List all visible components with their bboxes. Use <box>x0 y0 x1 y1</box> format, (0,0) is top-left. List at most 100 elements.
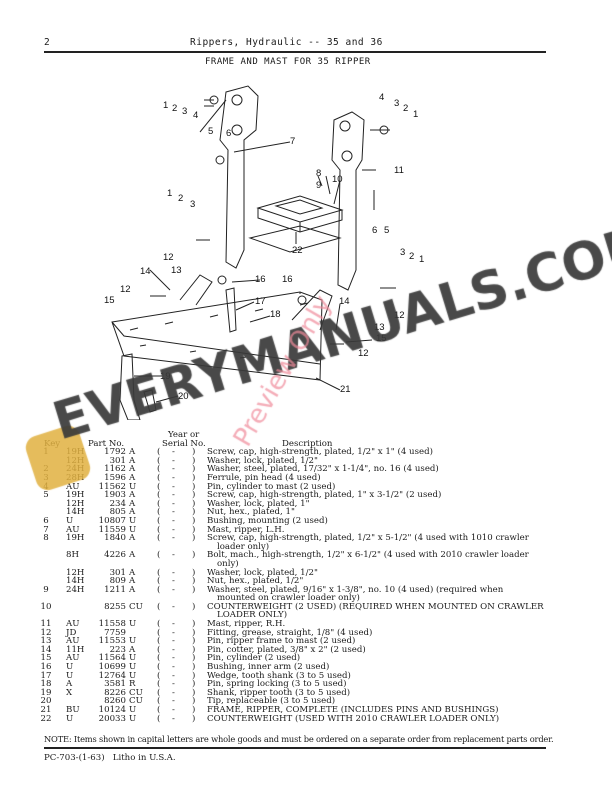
part-prefix: 19H <box>66 533 85 544</box>
callout: 12 <box>163 252 174 263</box>
paren-close: ) <box>192 533 196 544</box>
table-row-continuation: LOADER ONLY) <box>0 611 612 620</box>
part-prefix: X <box>66 687 73 698</box>
callout: 12 <box>394 310 405 321</box>
callout: 3 <box>190 199 195 210</box>
callout: 5 <box>208 126 213 137</box>
part-prefix: 24H <box>66 584 85 595</box>
part-number: 1211 <box>104 584 126 595</box>
callout: 6 <box>226 128 231 139</box>
callout: 3 <box>182 106 187 117</box>
footer-print-code: PC-703-(1-63) Litho in U.S.A. <box>44 753 176 763</box>
callout: 2 <box>172 103 177 114</box>
header-year-serial-2: Serial No. <box>162 438 206 449</box>
footer-rule <box>44 747 546 749</box>
key-cell: 8 <box>43 533 49 544</box>
year-serial-cell: - <box>172 601 175 612</box>
callout: 18 <box>270 309 281 320</box>
callout: 16 <box>255 274 266 285</box>
year-serial-cell: - <box>172 550 175 561</box>
page-number: 2 <box>44 37 51 48</box>
callout: 15 <box>376 333 387 344</box>
part-number: 1840 <box>104 533 126 544</box>
callout: 12 <box>120 284 131 295</box>
callout: 1 <box>419 254 424 265</box>
description-cell: COUNTERWEIGHT (USED WITH 2010 CRAWLER LO… <box>207 713 500 724</box>
year-serial-cell: - <box>172 584 175 595</box>
tip <box>143 389 157 413</box>
callout: 4 <box>379 92 384 103</box>
callout: 1 <box>163 100 168 111</box>
exploded-parts-diagram: 1 2 3 4 5 6 7 4 3 2 1 8 9 10 11 1 2 3 6 … <box>104 85 424 420</box>
callout: 2 <box>409 251 414 262</box>
callout: 5 <box>384 225 389 236</box>
note: NOTE: Items shown in capital letters are… <box>44 734 554 744</box>
callout: 13 <box>171 265 182 276</box>
paren-open: ( <box>157 550 161 561</box>
paren-close: ) <box>192 584 196 595</box>
header-rule <box>44 51 546 53</box>
callout: 17 <box>255 296 266 307</box>
key-cell: 1 <box>43 447 49 458</box>
callout: 1 <box>167 188 172 199</box>
callout: 20 <box>178 391 189 402</box>
parts-list: Year or Key Part No. Serial No. Descript… <box>0 431 612 723</box>
description-cell: Bolt, mach., high-strength, 1/2" x 6-1/2… <box>207 550 529 561</box>
arm-left <box>179 274 213 306</box>
callout: 16 <box>282 274 293 285</box>
part-prefix: 8H <box>66 550 79 561</box>
callout: 2 <box>403 103 408 114</box>
part-suffix: A <box>129 550 136 561</box>
part-number: 4226 <box>104 550 126 561</box>
callout: 3 <box>400 247 405 258</box>
paren-open: ( <box>157 713 161 724</box>
part-suffix: A <box>129 584 136 595</box>
callout: 22 <box>292 245 303 256</box>
callout: 3 <box>394 98 399 109</box>
callout: 4 <box>193 110 198 121</box>
callouts: 1 2 3 4 5 6 7 4 3 2 1 8 9 10 11 1 2 3 6 … <box>104 92 424 402</box>
callout: 8 <box>316 168 321 179</box>
callout: 2 <box>178 193 183 204</box>
paren-open: ( <box>157 533 161 544</box>
ripper-frame <box>111 291 323 381</box>
paren-close: ) <box>192 601 196 612</box>
callout: 14 <box>140 266 151 277</box>
callout: 21 <box>340 384 351 395</box>
mast-left <box>219 85 259 269</box>
callout: 14 <box>339 296 350 307</box>
callout: 6 <box>372 225 377 236</box>
callout: 15 <box>104 295 115 306</box>
part-number: 20033 <box>98 713 126 724</box>
section-title: FRAME AND MAST FOR 35 RIPPER <box>205 57 371 67</box>
callout: 11 <box>394 165 404 176</box>
year-serial-cell: - <box>172 713 175 724</box>
paren-open: ( <box>157 584 161 595</box>
paren-close: ) <box>192 550 196 561</box>
part-prefix: U <box>66 713 74 724</box>
callout: 7 <box>290 136 295 147</box>
key-cell: 10 <box>40 601 52 612</box>
callout: 1 <box>413 109 418 120</box>
key-cell: 9 <box>43 584 49 595</box>
callout: 10 <box>332 174 343 185</box>
callout: 19 <box>160 371 171 382</box>
key-cell: 22 <box>40 713 52 724</box>
shank <box>119 353 141 420</box>
part-suffix: U <box>129 713 137 724</box>
callout: 12 <box>358 348 369 359</box>
part-suffix: CU <box>129 601 143 612</box>
callout: 9 <box>316 180 321 191</box>
part-number: 8255 <box>104 601 126 612</box>
wedge <box>225 287 237 333</box>
mast-right <box>331 111 365 291</box>
part-suffix: A <box>129 533 136 544</box>
